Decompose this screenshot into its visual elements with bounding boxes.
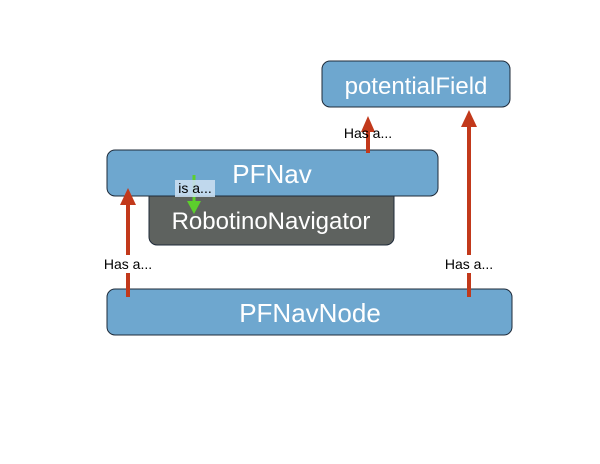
pfnav-has-a-label: Has a... <box>344 125 392 141</box>
robotino-navigator-label: RobotinoNavigator <box>172 208 371 235</box>
pfnav-node-label: PFNavNode <box>239 298 381 328</box>
potential-field-label: potentialField <box>345 73 488 100</box>
is-a-label: is a... <box>178 180 211 196</box>
pfnav-node-has-a-pfnav-label: Has a... <box>104 256 152 272</box>
pfnav-has-a-potential-field-arrow <box>361 116 375 153</box>
pfnav-node-has-a-potential-field-label: Has a... <box>445 256 493 272</box>
robotino-navigator-node: RobotinoNavigator <box>148 186 395 246</box>
pfnav-node-node: PFNavNode <box>106 288 513 336</box>
pfnav-node-has-a-pfnav-arrow <box>120 188 136 297</box>
left-has-a-label-background <box>99 255 157 273</box>
potential-field-node: potentialField <box>321 60 511 108</box>
pfnav-label: PFNav <box>232 159 311 189</box>
pfnav-node: PFNav <box>106 149 439 197</box>
right-has-a-label-background <box>440 255 498 273</box>
is-a-label-background <box>175 180 215 197</box>
